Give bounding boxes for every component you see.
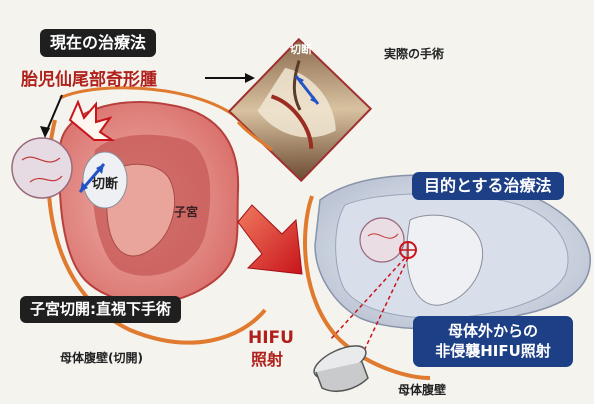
uterine-incision-label: 子宮切開:直視下手術 [20, 296, 181, 323]
hifu-transducer [310, 339, 371, 391]
noninvasive-line2: 非侵襲HIFU照射 [423, 342, 563, 362]
maternal-wall-label: 母体腹壁 [398, 384, 446, 396]
transition-arrow [238, 205, 302, 274]
noninvasive-hifu-box: 母体外からの 非侵襲HIFU照射 [413, 316, 573, 367]
target-treatment-label: 目的とする治療法 [412, 172, 564, 200]
current-treatment-label: 現在の治療法 [40, 29, 156, 57]
hifu-label-line1: HIFU [248, 330, 294, 347]
actual-surgery-label: 実際の手術 [384, 48, 444, 60]
hifu-label-line2: 照射 [251, 352, 283, 368]
tumor-name-label: 胎児仙尾部奇形腫 [21, 72, 157, 89]
uterus-label: 子宮 [174, 206, 198, 218]
photo-cut-label: 切断 [290, 44, 312, 55]
noninvasive-line1: 母体外からの [423, 322, 563, 342]
cut-label: 切断 [92, 178, 118, 191]
maternal-wall-incision-label: 母体腹壁(切開) [60, 352, 143, 364]
